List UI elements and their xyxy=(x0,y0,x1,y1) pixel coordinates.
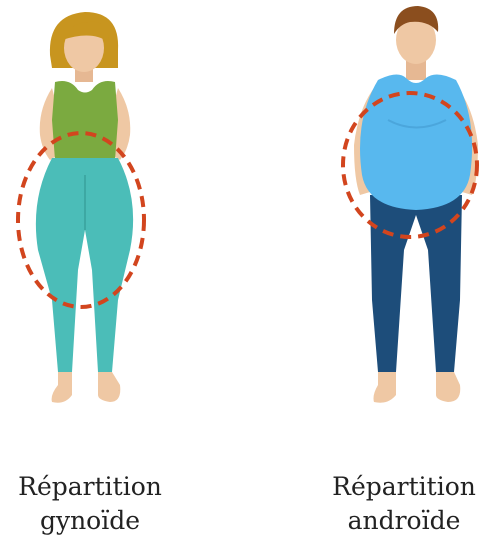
left-foot xyxy=(52,372,72,403)
gynoid-caption-line2: gynoïde xyxy=(0,504,180,538)
right-foot xyxy=(436,372,460,402)
gynoid-body-illustration xyxy=(0,0,175,420)
gynoid-caption: Répartition gynoïde xyxy=(0,470,180,538)
android-figure xyxy=(318,0,493,420)
right-foot xyxy=(98,372,120,402)
gynoid-figure xyxy=(0,0,175,420)
android-caption-line2: androïde xyxy=(314,504,493,538)
pants xyxy=(370,195,462,372)
gynoid-caption-line1: Répartition xyxy=(0,470,180,504)
left-foot xyxy=(374,372,397,403)
android-body-illustration xyxy=(318,0,493,420)
android-caption-line1: Répartition xyxy=(314,470,493,504)
shirt xyxy=(52,81,118,160)
android-caption: Répartition androïde xyxy=(314,470,493,538)
